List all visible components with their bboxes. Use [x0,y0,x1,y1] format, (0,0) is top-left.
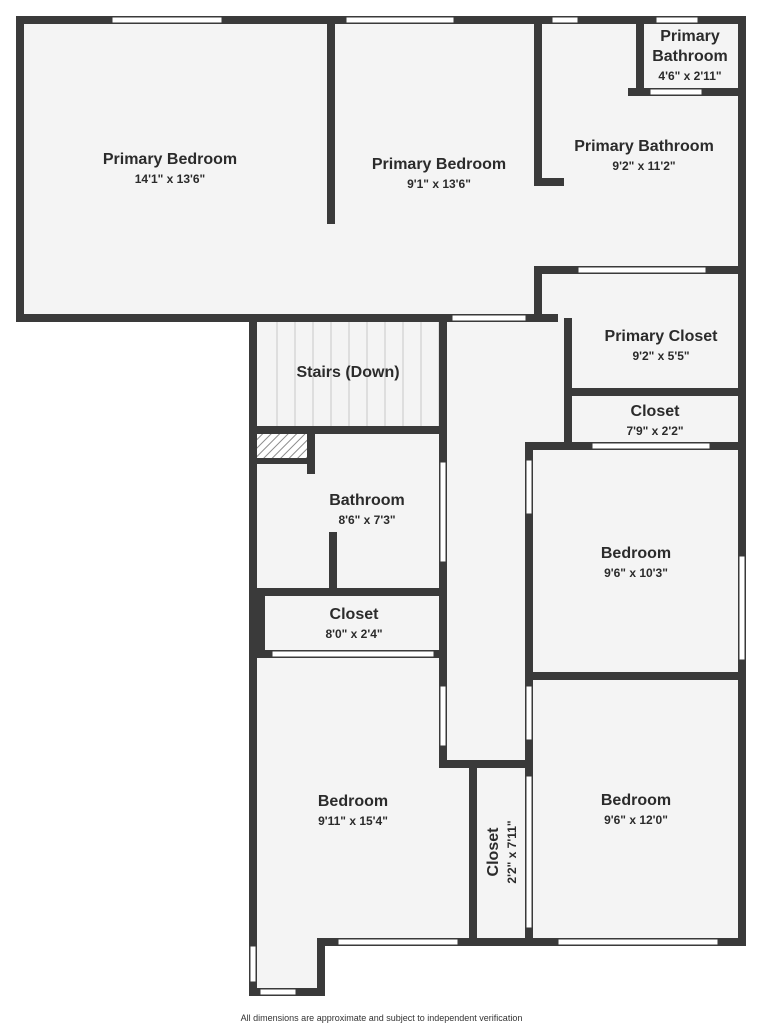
room-dimensions: 9'1" x 13'6" [407,177,471,191]
room-dimensions: 14'1" x 13'6" [135,172,205,186]
room-name: Closet [330,606,380,623]
room-name-line-1: Primary [660,28,720,45]
room-primary-bedroom-west: Primary Bedroom 14'1" x 13'6" [103,151,237,186]
windows [111,16,746,996]
disclaimer-text: All dimensions are approximate and subje… [240,1013,523,1023]
room-bedroom-southwest: Bedroom 9'11" x 15'4" [318,793,388,828]
room-primary-bathroom: Primary Bathroom 9'2" x 11'2" [574,138,714,173]
room-stairs: Stairs (Down) [296,364,399,381]
room-name: Primary Closet [605,328,719,345]
room-name: Bedroom [601,792,671,809]
room-bedroom-southeast: Bedroom 9'6" x 12'0" [601,792,671,827]
room-name: Bedroom [318,793,388,810]
room-name: Primary Bedroom [372,156,506,173]
room-bedroom-east-upper: Bedroom 9'6" x 10'3" [601,545,671,580]
room-name-line-2: Bathroom [652,48,728,65]
room-closet-middle: Closet 8'0" x 2'4" [325,606,382,641]
room-dimensions: 4'6" x 2'11" [658,69,721,83]
room-dimensions: 9'2" x 11'2" [612,159,675,173]
room-dimensions: 7'9" x 2'2" [626,424,683,438]
room-name: Primary Bedroom [103,151,237,168]
room-name: Closet [631,403,681,420]
room-primary-bathroom-small: Primary Bathroom 4'6" x 2'11" [652,28,728,83]
room-dimensions: 9'6" x 10'3" [604,566,668,580]
room-dimensions: 9'11" x 15'4" [318,814,388,828]
room-closet-upper-right: Closet 7'9" x 2'2" [626,403,683,438]
room-name: Bathroom [329,492,405,509]
room-name: Bedroom [601,545,671,562]
room-name: Primary Bathroom [574,138,714,155]
room-primary-bedroom-east: Primary Bedroom 9'1" x 13'6" [372,156,506,191]
hatched-utility-area [257,432,309,458]
room-closet-narrow: Closet 2'2" x 7'11" [485,820,519,883]
room-dimensions: 9'6" x 12'0" [604,813,668,827]
room-bathroom: Bathroom 8'6" x 7'3" [329,492,405,527]
room-name: Stairs (Down) [296,364,399,381]
room-dimensions: 2'2" x 7'11" [505,820,519,883]
floor-fill [20,20,742,993]
room-primary-closet: Primary Closet 9'2" x 5'5" [605,328,719,363]
room-dimensions: 8'6" x 7'3" [338,513,395,527]
room-dimensions: 8'0" x 2'4" [325,627,382,641]
room-dimensions: 9'2" x 5'5" [632,349,689,363]
room-name: Closet [485,827,502,877]
